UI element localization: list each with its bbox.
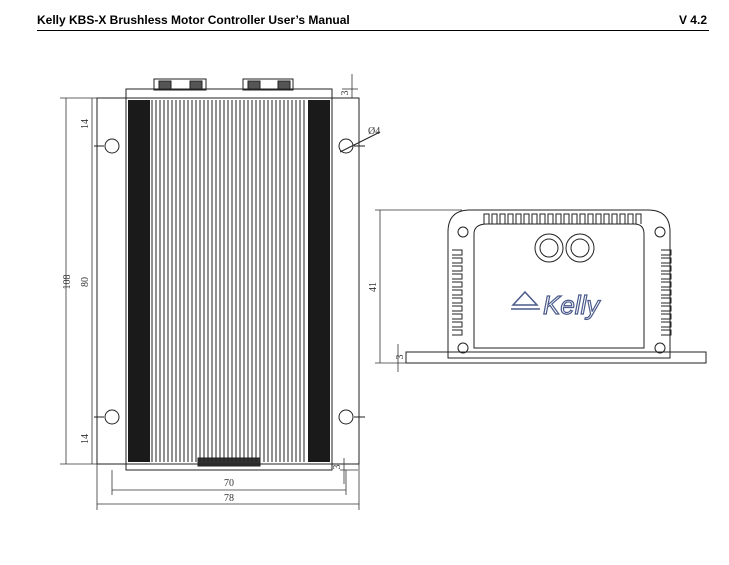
side-fin-top <box>491 213 498 224</box>
side-fin-top <box>523 213 530 224</box>
side-fin-top <box>531 213 538 224</box>
front-fins <box>151 100 305 462</box>
connector-right <box>242 78 294 91</box>
side-fin <box>661 257 672 264</box>
dim-3-side-label: 3 <box>395 355 406 360</box>
front-dimension-lines <box>60 74 360 510</box>
dim-108-label: 108 <box>62 275 73 290</box>
side-fin <box>452 265 463 272</box>
side-fin-top <box>595 213 602 224</box>
side-fin <box>661 329 672 336</box>
manual-version: V 4.2 <box>678 13 707 27</box>
side-fin <box>661 281 672 288</box>
side-fins <box>452 213 672 336</box>
side-fin-top <box>603 213 610 224</box>
dim-3-bottom-label: 3 <box>332 465 343 470</box>
side-fin <box>452 297 463 304</box>
dim-14-bottom-label: 14 <box>80 434 91 444</box>
dim-78-label: 78 <box>224 493 234 504</box>
side-fin-top <box>579 213 586 224</box>
side-fin <box>661 249 672 256</box>
dim-80-label: 80 <box>80 277 91 287</box>
side-fin <box>661 321 672 328</box>
side-fin <box>452 289 463 296</box>
side-view <box>405 209 707 364</box>
side-fin <box>452 257 463 264</box>
side-fin <box>661 265 672 272</box>
side-fin <box>452 313 463 320</box>
logo-circle-left <box>534 233 564 263</box>
side-fin <box>452 321 463 328</box>
side-fin-top <box>563 213 570 224</box>
manual-title: Kelly KBS-X Brushless Motor Controller U… <box>37 13 350 27</box>
bottom-cap <box>125 463 333 471</box>
dim-70-label: 70 <box>224 478 234 489</box>
mount-hole <box>104 409 120 425</box>
logo-circle-right <box>565 233 595 263</box>
side-fin <box>452 329 463 336</box>
mount-hole <box>104 138 120 154</box>
side-fin <box>661 289 672 296</box>
dim-hole-diameter-label: Ø4 <box>368 126 380 137</box>
side-fin-top <box>611 213 618 224</box>
side-fin-top <box>507 213 514 224</box>
side-fin-top <box>571 213 578 224</box>
side-fin-top <box>627 213 634 224</box>
side-fin <box>452 305 463 312</box>
dim-14-top-label: 14 <box>80 119 91 129</box>
side-fin <box>452 249 463 256</box>
side-fin <box>661 313 672 320</box>
side-fin-top <box>515 213 522 224</box>
heatsink-body <box>125 97 333 465</box>
side-fin <box>452 281 463 288</box>
side-fin-top <box>539 213 546 224</box>
side-dimension-lines <box>375 209 462 372</box>
side-fin <box>661 297 672 304</box>
dim-41-label: 41 <box>368 282 379 292</box>
side-fin-top <box>483 213 490 224</box>
side-fin-top <box>547 213 554 224</box>
page-header: Kelly KBS-X Brushless Motor Controller U… <box>37 12 709 31</box>
side-fin-top <box>635 213 642 224</box>
logo-brand-text: Kelly <box>543 290 601 320</box>
kelly-logo: Kelly <box>511 289 602 321</box>
front-view <box>94 78 381 471</box>
connector-left <box>153 78 207 91</box>
side-housing <box>447 209 671 359</box>
side-fin-top <box>619 213 626 224</box>
side-fin <box>661 305 672 312</box>
side-fin-top <box>555 213 562 224</box>
dim-3-top-label: 3 <box>340 91 351 96</box>
side-fin-top <box>587 213 594 224</box>
side-fin <box>452 273 463 280</box>
side-base-flange <box>405 351 707 364</box>
mount-hole <box>338 409 354 425</box>
side-fin-top <box>499 213 506 224</box>
side-fin <box>661 273 672 280</box>
